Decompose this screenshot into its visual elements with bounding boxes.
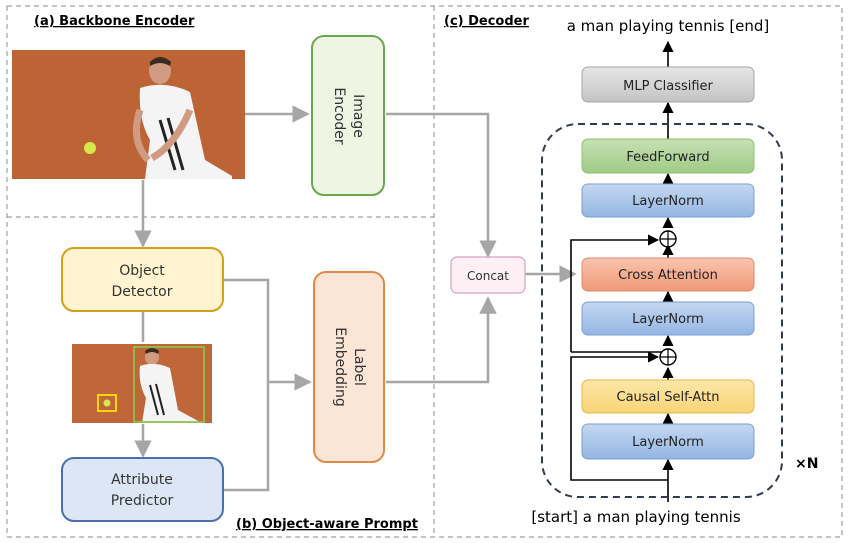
mlp-classifier-label: MLP Classifier [623, 79, 713, 94]
concat-block: Concat [450, 256, 526, 294]
add-circle-top [659, 230, 677, 248]
left-connectors [134, 105, 577, 492]
attribute-predictor-label-2: Predictor [111, 493, 174, 509]
label-embedding-block: Label Embedding [313, 271, 385, 463]
layernorm-block-bottom: LayerNorm [581, 423, 755, 460]
input-caption: [start] a man playing tennis [531, 508, 740, 526]
add-circle-bottom [659, 348, 677, 366]
object-detector-block: Object Detector [61, 247, 224, 312]
mlp-classifier-block: MLP Classifier [581, 66, 755, 103]
concat-label: Concat [467, 269, 509, 283]
detection-photo [72, 344, 212, 423]
feedforward-block: FeedForward [581, 138, 755, 174]
image-encoder-block: Image Encoder [311, 35, 385, 196]
decoder-repeat-border [541, 123, 783, 498]
label-embedding-label-1: Label [351, 348, 367, 386]
image-encoder-label-2: Encoder [331, 87, 347, 144]
object-detector-label-2: Detector [111, 284, 172, 300]
cross-attention-label: Cross Attention [618, 268, 718, 283]
object-aware-prompt-title: (b) Object-aware Prompt [236, 517, 418, 532]
feedforward-label: FeedForward [626, 150, 709, 165]
causal-self-attn-label: Causal Self-Attn [617, 390, 720, 405]
decoder-connectors [570, 40, 674, 502]
causal-self-attn-block: Causal Self-Attn [581, 379, 755, 414]
layernorm-label-bottom: LayerNorm [632, 435, 704, 450]
attribute-predictor-block: Attribute Predictor [61, 457, 224, 522]
layernorm-block-middle: LayerNorm [581, 301, 755, 336]
label-embedding-label-2: Embedding [332, 327, 348, 406]
cross-attention-block: Cross Attention [581, 257, 755, 292]
repeat-label: ×N [795, 456, 818, 472]
section-borders [6, 5, 843, 538]
tennis-photo [12, 50, 245, 179]
image-encoder-label-1: Image [350, 94, 366, 138]
output-caption: a man playing tennis [end] [567, 17, 770, 35]
layernorm-label-top: LayerNorm [632, 194, 704, 209]
backbone-encoder-title: (a) Backbone Encoder [34, 14, 195, 29]
object-detector-label-1: Object [119, 263, 165, 279]
decoder-title: (c) Decoder [444, 14, 529, 29]
attribute-predictor-label-1: Attribute [111, 472, 173, 488]
person-detection-box [133, 346, 205, 423]
ball-detection-box [97, 394, 117, 412]
layernorm-label-middle: LayerNorm [632, 312, 704, 327]
layernorm-block-top: LayerNorm [581, 183, 755, 218]
